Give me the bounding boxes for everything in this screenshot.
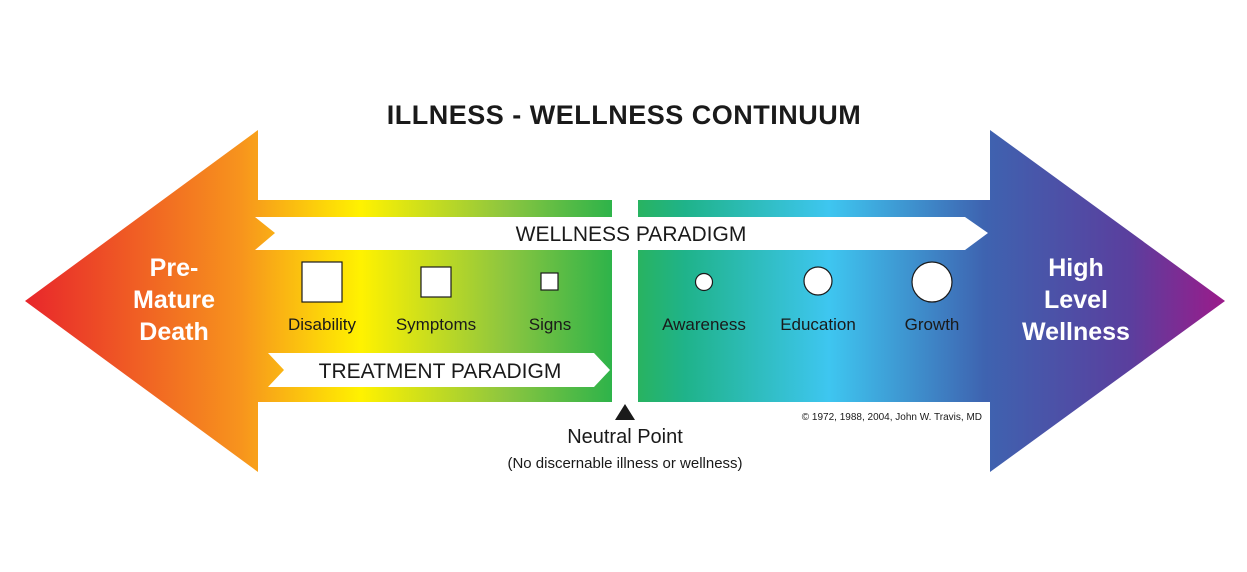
disability-square-marker xyxy=(301,261,343,303)
treatment-paradigm-label: TREATMENT PARADIGM xyxy=(319,360,562,383)
stage-label-growth: Growth xyxy=(905,315,960,334)
left-end-line-2: Mature xyxy=(133,286,215,314)
neutral-point-triangle-icon xyxy=(615,404,635,420)
wellness-paradigm-arrow xyxy=(255,217,988,250)
treatment-paradigm-arrow xyxy=(268,353,610,387)
education-circle-marker xyxy=(803,266,833,296)
stage-label-education: Education xyxy=(780,315,856,334)
stage-label-symptoms: Symptoms xyxy=(396,315,476,334)
right-end-line-3: Wellness xyxy=(1022,318,1130,346)
symptoms-square-marker xyxy=(420,266,452,298)
neutral-point-subtitle: (No discernable illness or wellness) xyxy=(507,455,742,472)
right-end-line-2: Level xyxy=(1044,286,1108,314)
stage-label-signs: Signs xyxy=(529,315,572,334)
stage-label-disability: Disability xyxy=(288,315,357,334)
right-end-line-1: High xyxy=(1048,254,1104,282)
left-end-line-3: Death xyxy=(139,318,208,346)
left-end-line-1: Pre- xyxy=(150,254,199,282)
awareness-circle-marker xyxy=(694,272,714,292)
wellness-paradigm-label: WELLNESS PARADIGM xyxy=(516,223,747,246)
copyright-notice: © 1972, 1988, 2004, John W. Travis, MD xyxy=(802,412,982,423)
diagram-title: ILLNESS - WELLNESS CONTINUUM xyxy=(387,100,862,130)
signs-square-marker xyxy=(540,272,559,291)
stage-label-awareness: Awareness xyxy=(662,315,746,334)
neutral-point-title: Neutral Point xyxy=(567,426,683,448)
growth-circle-marker xyxy=(911,261,953,303)
